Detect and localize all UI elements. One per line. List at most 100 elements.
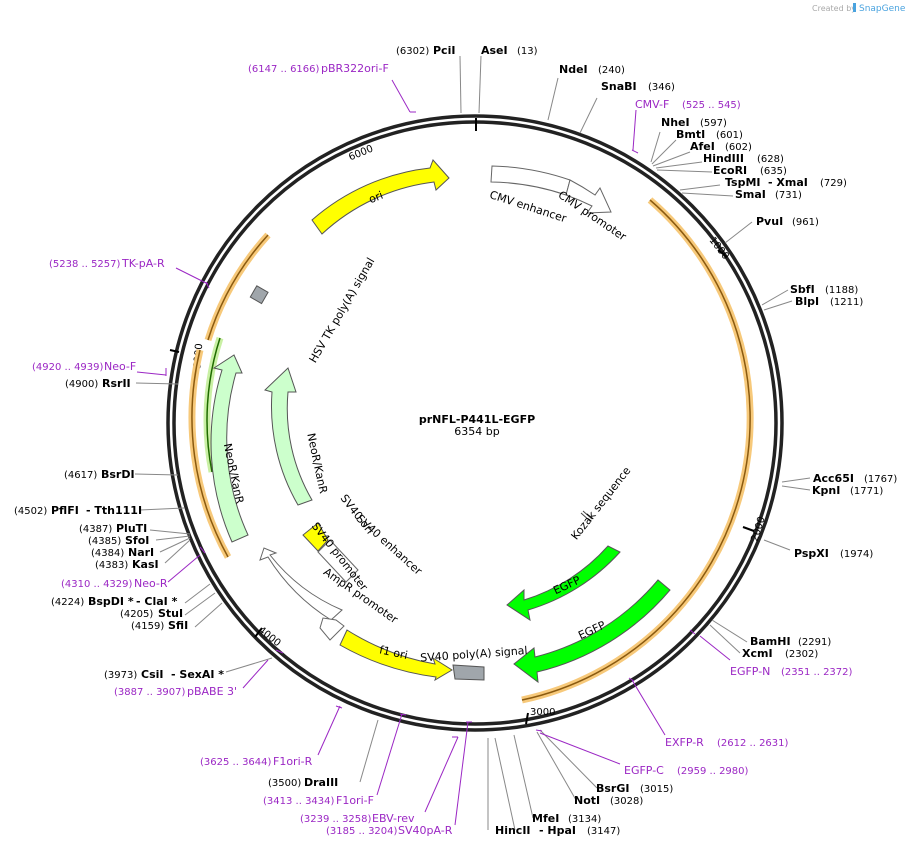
enzyme-pspxi-pos: (1974) bbox=[840, 549, 873, 560]
primer-leaders bbox=[136, 79, 731, 826]
cmv-enhancer-feature bbox=[490, 165, 571, 196]
enzyme-blpi: BlpI bbox=[795, 295, 819, 308]
enzyme-bsrdi-pos: (4617) bbox=[64, 470, 97, 481]
enzyme-acc65i-pos: (1767) bbox=[864, 474, 897, 485]
orange-arc-right bbox=[521, 197, 754, 704]
enzyme-csii: CsiI bbox=[141, 668, 163, 681]
enzyme-ndei-pos: (240) bbox=[598, 65, 625, 76]
feature-label-neor-2: NeoR/KanR bbox=[304, 432, 330, 495]
enzyme-afei-pos: (602) bbox=[725, 142, 752, 153]
tick-label-2000: 2000 bbox=[750, 515, 768, 543]
feature-label-f1-ori: f1 ori bbox=[378, 643, 409, 662]
enzyme-pflfi: PflFI bbox=[51, 504, 79, 517]
primer-cmv-f: CMV-F bbox=[635, 98, 669, 111]
f1-ori-feature bbox=[339, 629, 453, 682]
enzyme-rsrii-pos: (4900) bbox=[65, 379, 98, 390]
enzyme-snabi-pos: (346) bbox=[648, 82, 675, 93]
ori-feature bbox=[311, 159, 450, 235]
plasmid-name: prNFL-P441L-EGFP bbox=[419, 413, 535, 426]
primer-pbr322ori-f-pos: (6147 .. 6166) bbox=[248, 64, 320, 75]
enzyme-sbfi: SbfI bbox=[790, 283, 815, 296]
primer-f1ori-f-pos: (3413 .. 3434) bbox=[263, 796, 335, 807]
primer-exfp-r-pos: (2612 .. 2631) bbox=[717, 738, 789, 749]
enzyme-afei: AfeI bbox=[690, 140, 715, 153]
enzyme-sfoi-pos: (4385) bbox=[88, 536, 121, 547]
enzyme-tth111i: - Tth111I bbox=[86, 504, 142, 517]
enzyme-hindiii: HindIII bbox=[703, 152, 744, 165]
primer-sv40pa-r-pos: (3185 .. 3204) bbox=[326, 826, 398, 837]
primer-exfp-r: EXFP-R bbox=[665, 736, 704, 749]
enzyme-bsrgi-pos: (3015) bbox=[640, 784, 673, 795]
enzyme-bspdi-pos: (4224) bbox=[51, 597, 84, 608]
enzyme-xcmi-pos: (2302) bbox=[785, 649, 818, 660]
enzyme-kasi: KasI bbox=[132, 558, 159, 571]
enzyme-kpni-pos: (1771) bbox=[850, 486, 883, 497]
sv40-polya-feature bbox=[452, 664, 485, 681]
orange-arc-left-bottom bbox=[188, 349, 232, 559]
egfp-feature-1 bbox=[506, 545, 621, 622]
egfp-feature-2 bbox=[513, 579, 671, 684]
enzyme-bmti: BmtI bbox=[676, 128, 705, 141]
enzyme-stui-pos: (4205) bbox=[120, 609, 153, 620]
primer-f1ori-r-pos: (3625 .. 3644) bbox=[200, 757, 272, 768]
enzyme-pluti: PluTI bbox=[116, 522, 147, 535]
enzyme-bsrgi: BsrGI bbox=[596, 782, 629, 795]
enzyme-draiii: DraIII bbox=[304, 776, 338, 789]
enzyme-ecori-pos: (635) bbox=[760, 166, 787, 177]
sv40-enhancer-feature bbox=[317, 539, 359, 583]
enzyme-nhei: NheI bbox=[661, 116, 690, 129]
enzyme-ndei: NdeI bbox=[559, 63, 588, 76]
enzyme-hincii: HincII bbox=[495, 824, 531, 837]
primer-sv40pa-r: SV40pA-R bbox=[398, 824, 453, 837]
enzyme-pvui: PvuI bbox=[756, 215, 783, 228]
snapgene-logo-icon bbox=[853, 3, 856, 12]
enzyme-ecori: EcoRI bbox=[713, 164, 747, 177]
tick-label-3000: 3000 bbox=[530, 707, 555, 718]
primer-ebv-rev: EBV-rev bbox=[372, 812, 415, 825]
enzyme-kpni: KpnI bbox=[812, 484, 840, 497]
primer-pbabe-3: pBABE 3' bbox=[187, 685, 237, 698]
primer-pbr322ori-f: pBR322ori-F bbox=[321, 62, 389, 75]
neor-kanr-feature-2 bbox=[264, 367, 313, 506]
primer-egfp-c-pos: (2959 .. 2980) bbox=[677, 766, 749, 777]
primer-tk-pa-r-pos: (5238 .. 5257) bbox=[49, 259, 121, 270]
primer-cmv-f-pos: (525 .. 545) bbox=[682, 100, 741, 111]
plasmid-length: 6354 bp bbox=[454, 425, 499, 438]
enzyme-sexai: - SexAI * bbox=[171, 668, 224, 681]
enzyme-draiii-pos: (3500) bbox=[268, 778, 301, 789]
primer-neo-f-pos: (4920 .. 4939) bbox=[32, 362, 104, 373]
feature-label-kozak: Kozak sequence bbox=[569, 464, 634, 542]
enzyme-sfii-pos: (4159) bbox=[131, 621, 164, 632]
enzyme-pcii-pos: (6302) bbox=[396, 46, 429, 57]
feature-label-sv40-polya: SV40 poly(A) signal bbox=[420, 644, 528, 664]
feature-label-sv40-enhancer: SV40 enhancer bbox=[354, 512, 425, 578]
primer-neo-r: Neo-R bbox=[134, 577, 168, 590]
enzyme-bmti-pos: (601) bbox=[716, 130, 743, 141]
enzyme-leaders bbox=[134, 55, 811, 831]
feature-label-hsv-tk: HSV TK poly(A) signal bbox=[307, 255, 378, 365]
feature-label-ori: ori bbox=[367, 189, 385, 206]
enzyme-kasi-pos: (4383) bbox=[95, 560, 128, 571]
primer-neo-r-pos: (4310 .. 4329) bbox=[61, 579, 133, 590]
enzyme-mfei-pos: (3134) bbox=[568, 814, 601, 825]
enzyme-bsrdi: BsrDI bbox=[101, 468, 135, 481]
enzyme-nari: NarI bbox=[128, 546, 154, 559]
enzyme-sbfi-pos: (1188) bbox=[825, 285, 858, 296]
enzyme-asei-pos: (13) bbox=[517, 46, 538, 57]
green-arc-left bbox=[203, 336, 224, 473]
enzyme-noti: NotI bbox=[574, 794, 600, 807]
feature-label-cmv-enhancer: CMV enhancer bbox=[488, 188, 569, 225]
enzyme-pluti-pos: (4387) bbox=[79, 524, 112, 535]
primer-egfp-c: EGFP-C bbox=[624, 764, 664, 777]
primer-ebv-rev-pos: (3239 .. 3258) bbox=[300, 814, 372, 825]
enzyme-smai-pos: (731) bbox=[775, 190, 802, 201]
enzyme-pcii: PciI bbox=[433, 44, 455, 57]
primer-pbabe-3-pos: (3887 .. 3907) bbox=[114, 687, 186, 698]
enzyme-tspmi: TspMI bbox=[725, 176, 761, 189]
enzyme-bamhi-pos: (2291) bbox=[798, 637, 831, 648]
enzyme-rsrii: RsrII bbox=[102, 377, 131, 390]
primer-f1ori-f: F1ori-F bbox=[336, 794, 374, 807]
enzyme-hindiii-pos: (628) bbox=[757, 154, 784, 165]
credit-text: Created by bbox=[812, 4, 856, 13]
